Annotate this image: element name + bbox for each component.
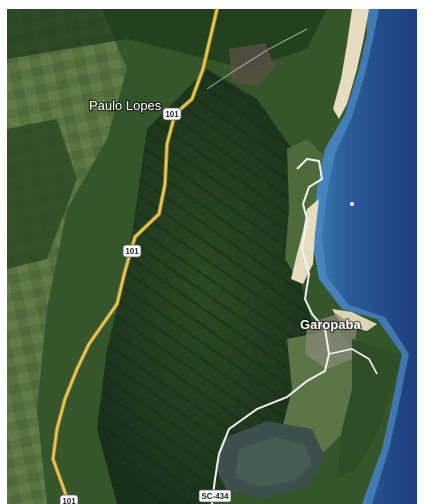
headland bbox=[337, 339, 402, 479]
garopaba-connector bbox=[328, 348, 378, 375]
coastal-plain bbox=[285, 139, 327, 279]
western-hills bbox=[7, 119, 77, 269]
place-label-paulo-lopes[interactable]: Paulo Lopes bbox=[88, 97, 163, 115]
northern-lake bbox=[229, 43, 275, 87]
coastal-road bbox=[211, 157, 331, 504]
br-101-shield-north: 101 bbox=[162, 107, 182, 121]
sc-434-shield: SC-434 bbox=[198, 489, 232, 503]
mountain-ridges bbox=[97, 69, 317, 504]
br-101-shield-mid: 101 bbox=[122, 244, 142, 258]
lagoon-inner bbox=[235, 437, 312, 487]
surf-band bbox=[312, 9, 409, 504]
northern-beach bbox=[333, 9, 369, 119]
place-label-garopaba[interactable]: Garopaba bbox=[299, 316, 363, 334]
north-local-road bbox=[206, 28, 308, 90]
svg-text:101: 101 bbox=[165, 110, 179, 119]
svg-text:101: 101 bbox=[125, 247, 139, 256]
svg-text:101: 101 bbox=[62, 497, 76, 504]
garopaba-town bbox=[305, 314, 357, 369]
southern-beach bbox=[332, 309, 377, 331]
br-101-shield-south: 101 bbox=[59, 494, 79, 504]
central-beach bbox=[291, 199, 319, 284]
satellite-map[interactable]: 101 101 101 SC-434 Paulo Lopes Garopaba bbox=[7, 9, 417, 504]
svg-text:SC-434: SC-434 bbox=[201, 492, 229, 501]
boat-speck bbox=[350, 202, 354, 206]
